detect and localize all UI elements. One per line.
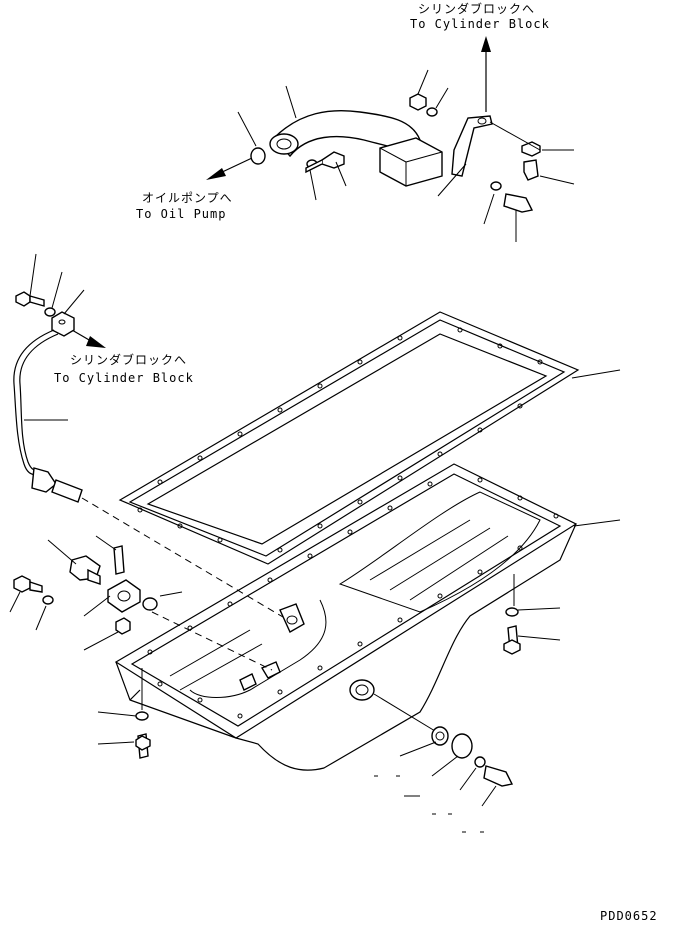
- drawing-code: PDD0652: [600, 909, 658, 923]
- arrow-right-icon: [71, 329, 106, 348]
- arrow-to-pump-icon: [206, 157, 253, 180]
- adapter-o-ring: [142, 597, 158, 611]
- to-oil-pump-jp: オイルポンプへ: [142, 191, 233, 205]
- callout-lines-left-mid: [9, 535, 183, 651]
- to-oil-pump-en: To Oil Pump: [136, 207, 226, 221]
- drain-plug-bolt: [483, 765, 514, 787]
- bracket-bolt-lower: [490, 181, 534, 213]
- to-cylinder-block-en-top: To Cylinder Block: [410, 17, 550, 31]
- sensor-fitting: [69, 555, 101, 585]
- sensor-clamp: [51, 311, 75, 337]
- drain-washer: [474, 756, 486, 768]
- pipe-bracket: [451, 115, 493, 177]
- oil-pan-gasket: [118, 311, 580, 565]
- drain-gasket: [431, 726, 449, 746]
- callout-lines-top: [237, 69, 575, 242]
- callout-right-bolt: [517, 635, 561, 641]
- callout-lines-drain: [399, 741, 497, 807]
- suction-pipe: [269, 109, 443, 187]
- sensor-washer: [44, 307, 56, 317]
- o-ring: [250, 147, 266, 165]
- pan-bolt-right: [503, 607, 521, 655]
- gasket-callout: [571, 369, 621, 379]
- oil-pan-callout: [573, 519, 621, 527]
- callout-left-bolt: [97, 741, 135, 745]
- callout-left-washer: [97, 711, 137, 717]
- drain-cover: [451, 733, 473, 759]
- oil-level-sensor: [31, 467, 83, 503]
- to-cylinder-block-jp-top: シリンダブロックへ: [418, 1, 535, 16]
- adapter-washer: [42, 595, 54, 605]
- sensor-adapter: [107, 579, 141, 613]
- dowel-pin: [113, 545, 125, 575]
- to-cylinder-block-en-mid: To Cylinder Block: [54, 371, 194, 385]
- dot-marks: [374, 775, 484, 833]
- adapter-dash-line: [151, 611, 273, 671]
- adapter-bolt-lower: [115, 617, 131, 635]
- bracket-nut: [409, 93, 438, 117]
- callout-right-washer: [517, 607, 561, 611]
- bracket-bolt-upper: [521, 141, 541, 181]
- sensor-bolt: [15, 291, 45, 307]
- sensor-cable: [13, 329, 59, 477]
- adapter-bolt: [13, 575, 43, 593]
- oil-pan: [114, 463, 578, 771]
- pipe-bolt: [305, 151, 345, 174]
- pan-bolt-left: [135, 711, 151, 759]
- to-cylinder-block-jp-mid: シリンダブロックへ: [70, 352, 187, 367]
- callout-lines-left-top: [24, 253, 85, 421]
- arrow-up-icon: [481, 36, 491, 112]
- sensor-dash-line: [81, 497, 289, 621]
- drain-guide: [373, 693, 441, 735]
